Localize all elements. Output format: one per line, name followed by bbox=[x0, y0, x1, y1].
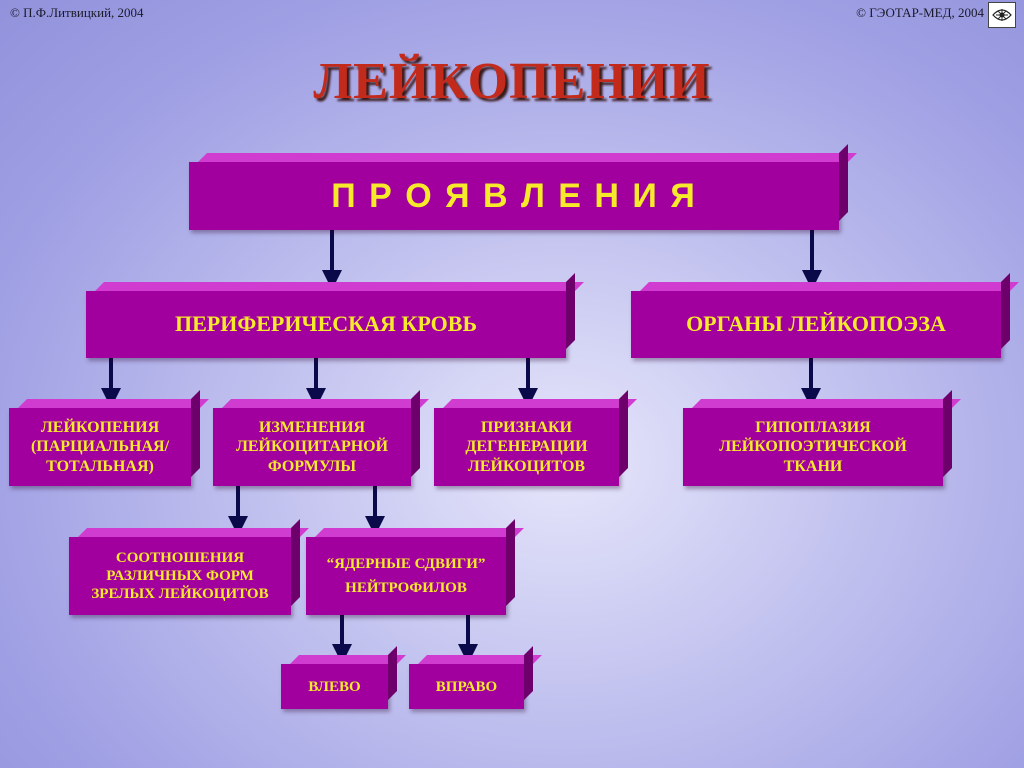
leukopenia-label: ЛЕЙКОПЕНИЯ (ПАРЦИАЛЬНАЯ/ ТОТАЛЬНАЯ) bbox=[30, 419, 170, 475]
copyright-author: © П.Ф.Литвицкий, 2004 bbox=[10, 5, 144, 20]
degeneration-signs-label: ПРИЗНАКИ ДЕГЕНЕРАЦИИ ЛЕЙКОЦИТОВ bbox=[465, 419, 588, 475]
nuclear-shifts-label: “ЯДЕРНЫЕ СДВИГИ” НЕЙТРОФИЛОВ bbox=[326, 556, 486, 596]
publisher-logo-icon bbox=[988, 2, 1016, 28]
manifestations-box: П Р О Я В Л Е Н И Я bbox=[189, 162, 839, 230]
left-shift-label: ВЛЕВО bbox=[308, 678, 361, 695]
leukopenia-box: ЛЕЙКОПЕНИЯ (ПАРЦИАЛЬНАЯ/ ТОТАЛЬНАЯ) bbox=[9, 408, 191, 486]
formula-changes-box: ИЗМЕНЕНИЯ ЛЕЙКОЦИТАРНОЙ ФОРМУЛЫ bbox=[213, 408, 411, 486]
diagram-title: ЛЕЙКОПЕНИИ bbox=[313, 53, 711, 110]
leukopoiesis-organs-label: ОРГАНЫ ЛЕЙКОПОЭЗА bbox=[686, 311, 946, 337]
peripheral-blood-label: ПЕРИФЕРИЧЕСКАЯ КРОВЬ bbox=[175, 311, 477, 337]
copyright-publisher: © ГЭОТАР-МЕД, 2004 bbox=[856, 5, 984, 20]
leukopoiesis-organs-box: ОРГАНЫ ЛЕЙКОПОЭЗА bbox=[631, 291, 1001, 358]
peripheral-blood-box: ПЕРИФЕРИЧЕСКАЯ КРОВЬ bbox=[86, 291, 566, 358]
manifestations-label: П Р О Я В Л Е Н И Я bbox=[331, 176, 697, 215]
left-shift-box: ВЛЕВО bbox=[281, 664, 388, 709]
hypoplasia-label: ГИПОПЛАЗИЯ ЛЕЙКОПОЭТИЧЕСКОЙ ТКАНИ bbox=[719, 419, 907, 475]
nuclear-shifts-box: “ЯДЕРНЫЕ СДВИГИ” НЕЙТРОФИЛОВ bbox=[306, 537, 506, 615]
right-shift-box: ВПРАВО bbox=[409, 664, 524, 709]
formula-changes-label: ИЗМЕНЕНИЯ ЛЕЙКОЦИТАРНОЙ ФОРМУЛЫ bbox=[235, 419, 389, 475]
ratios-box: СООТНОШЕНИЯ РАЗЛИЧНЫХ ФОРМ ЗРЕЛЫХ ЛЕЙКОЦ… bbox=[69, 537, 291, 615]
degeneration-signs-box: ПРИЗНАКИ ДЕГЕНЕРАЦИИ ЛЕЙКОЦИТОВ bbox=[434, 408, 619, 486]
ratios-label: СООТНОШЕНИЯ РАЗЛИЧНЫХ ФОРМ ЗРЕЛЫХ ЛЕЙКОЦ… bbox=[91, 550, 269, 602]
right-shift-label: ВПРАВО bbox=[435, 678, 498, 695]
hypoplasia-box: ГИПОПЛАЗИЯ ЛЕЙКОПОЭТИЧЕСКОЙ ТКАНИ bbox=[683, 408, 943, 486]
